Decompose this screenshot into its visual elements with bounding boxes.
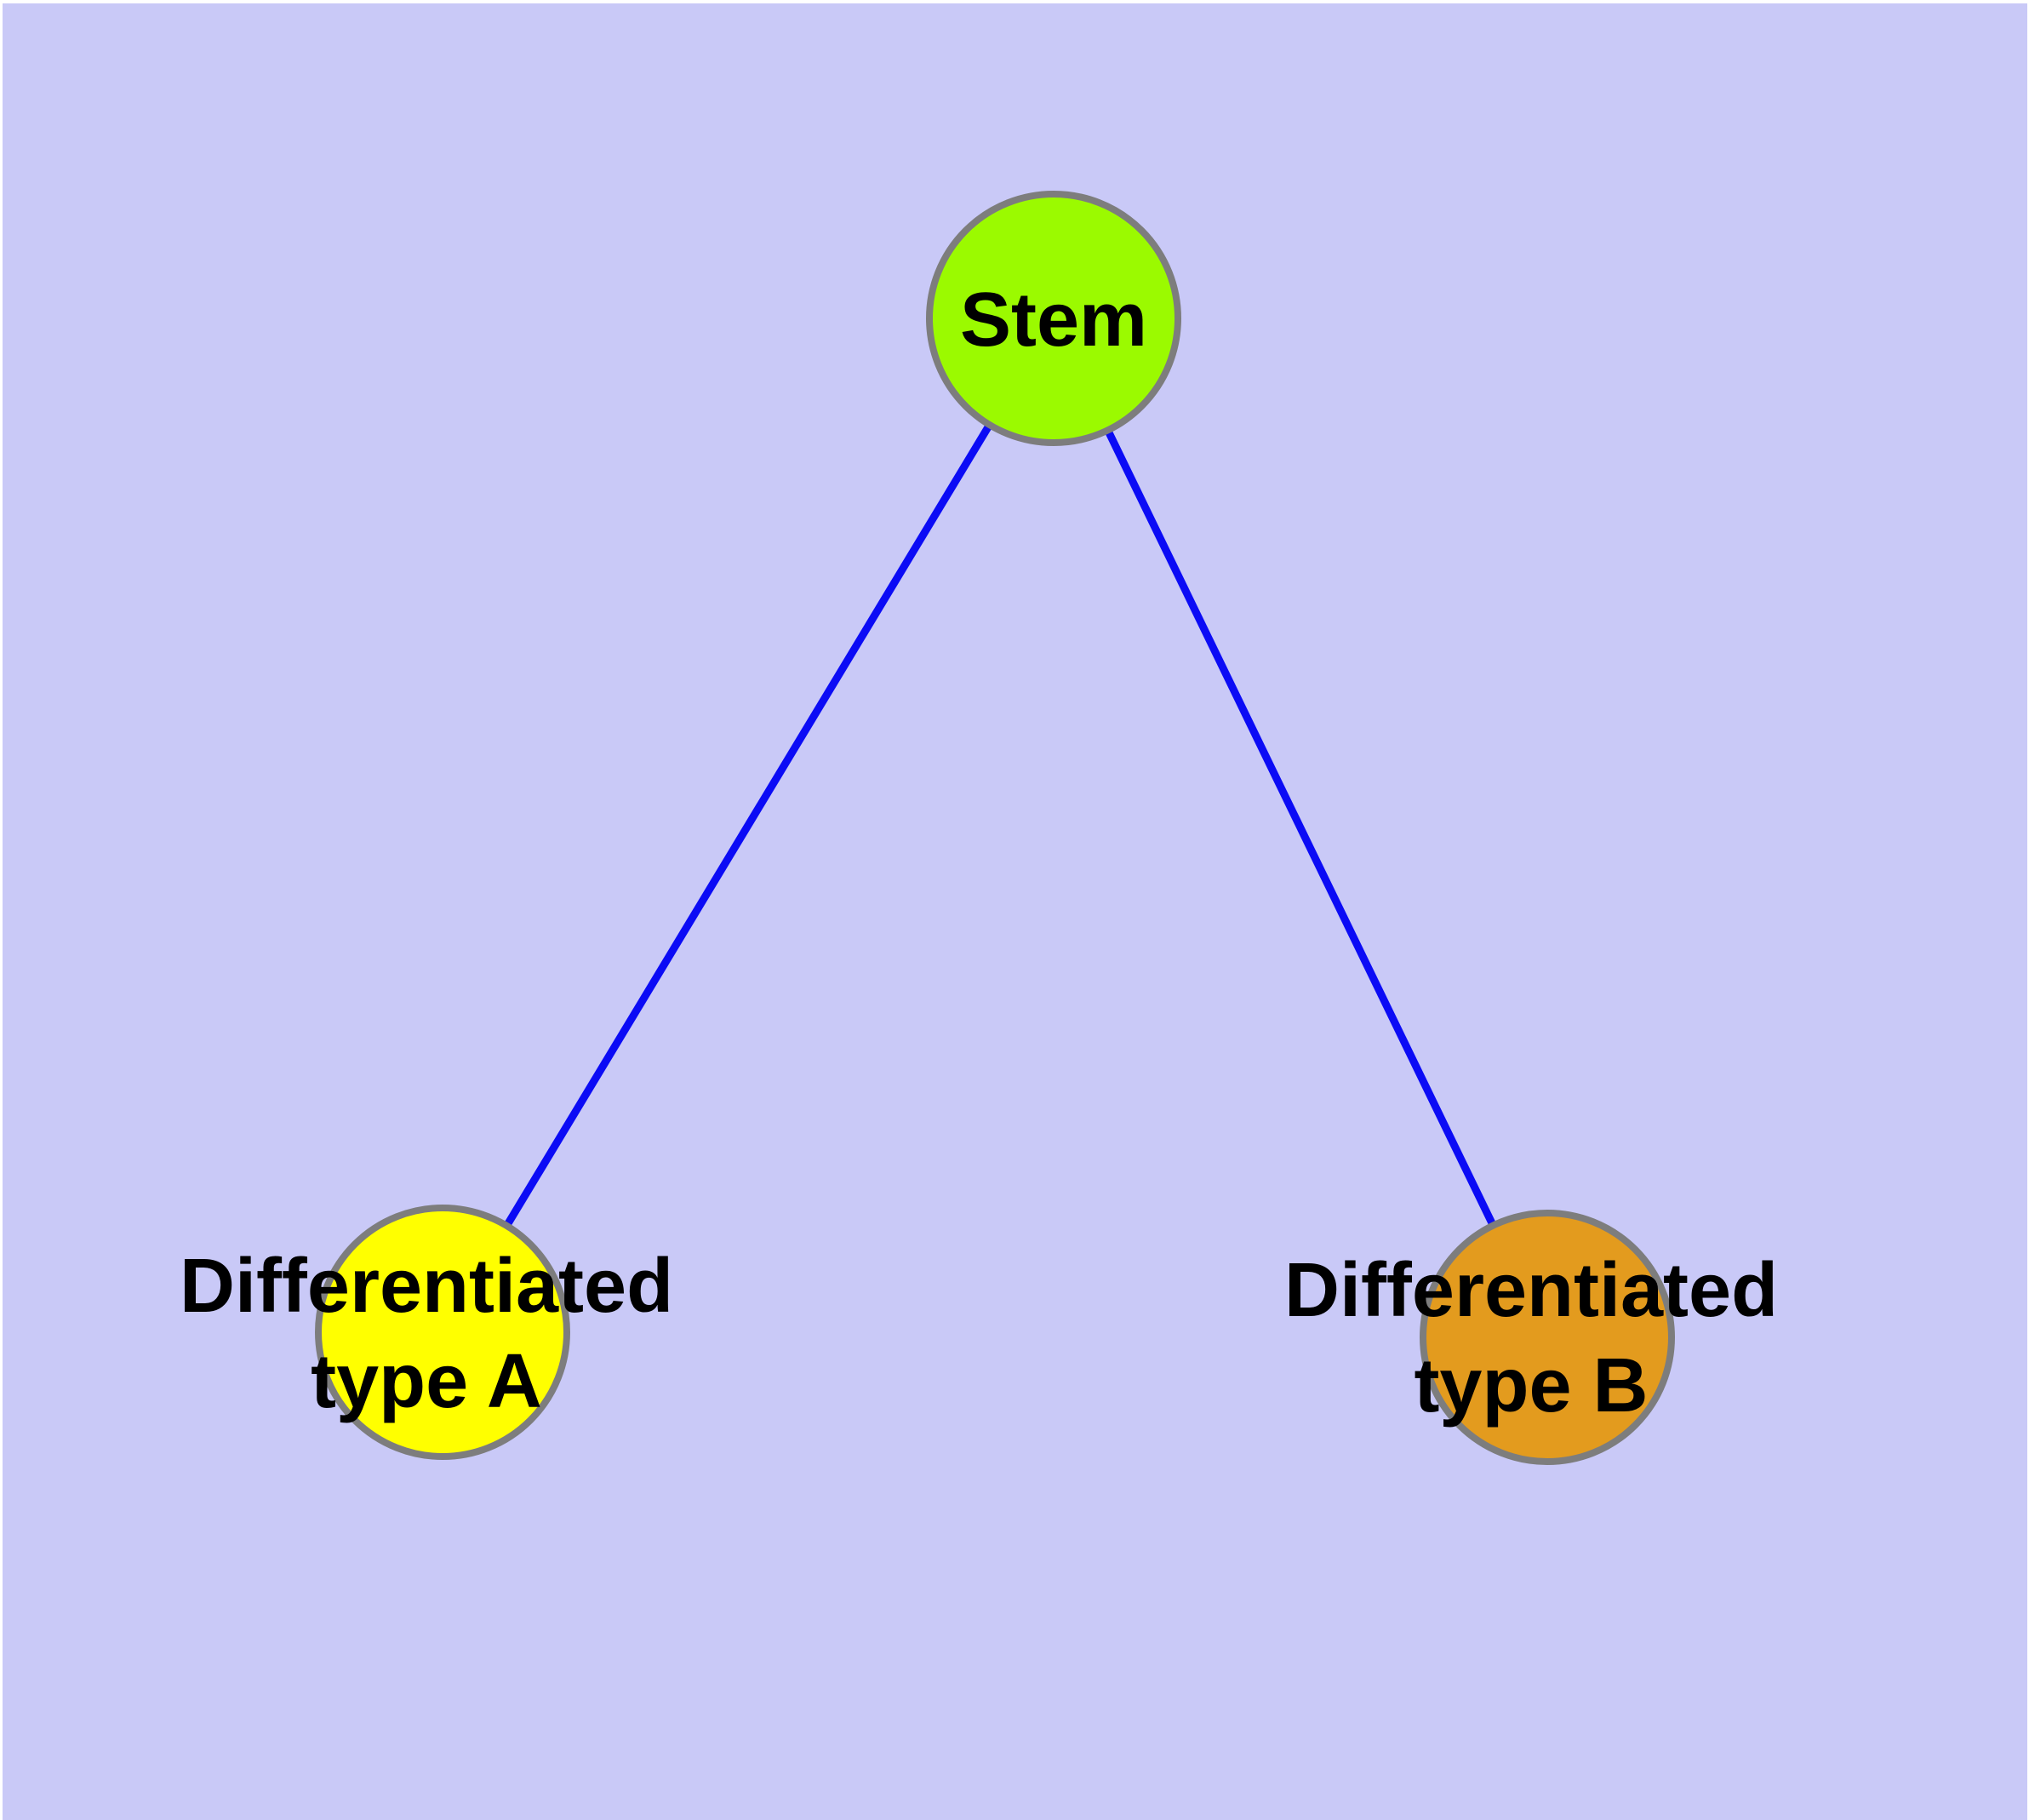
node-stem <box>926 191 1181 446</box>
edges-layer <box>439 316 1552 1339</box>
diagram-canvas: Stem Differentiated type A Differentiate… <box>3 3 2027 1820</box>
edge-stem-to-type-b <box>1049 317 1552 1339</box>
node-differentiated-type-b-label: Differentiated type B <box>1283 1248 1779 1428</box>
node-differentiated-type-a-label: Differentiated type A <box>179 1244 674 1424</box>
node-differentiated-type-a <box>315 1205 570 1460</box>
node-differentiated-type-b <box>1420 1210 1675 1465</box>
node-stem-label: Stem <box>959 278 1148 363</box>
edge-stem-to-type-a <box>439 316 1057 1335</box>
